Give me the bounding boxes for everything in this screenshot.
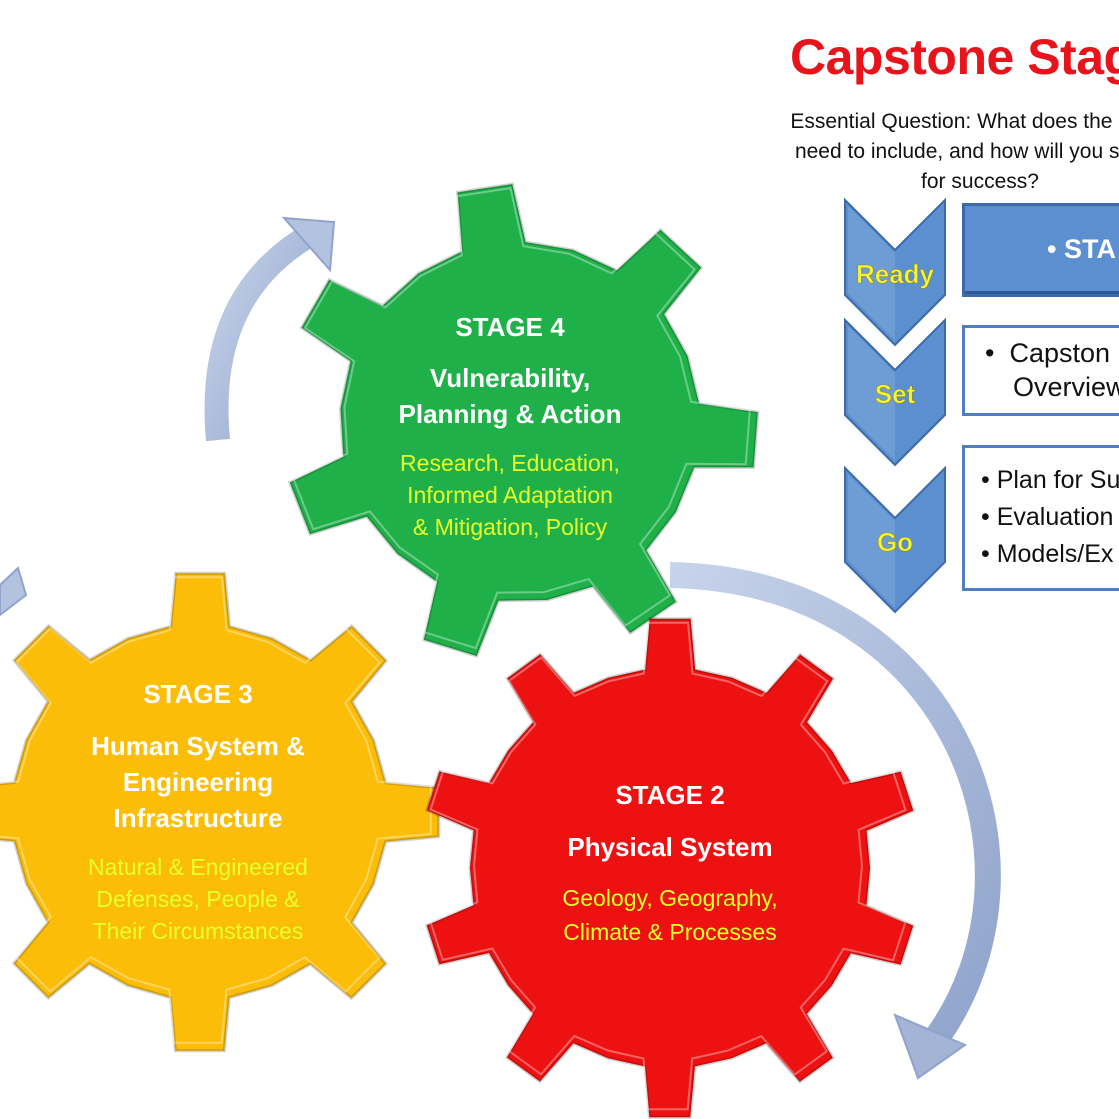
chevron-shape xyxy=(844,317,946,467)
gear-stage-4: STAGE 4 Vulnerability, Planning & ActionRe… xyxy=(287,182,760,658)
chevron-shade xyxy=(848,326,895,461)
gear-stage-3: STAGE 3 Human System & EngineeringInfrastr… xyxy=(0,571,441,1053)
chevron-shade xyxy=(848,474,895,608)
gear-desc-line: Informed Adaptation xyxy=(407,482,613,508)
chevron-label-set: Set xyxy=(875,379,916,409)
cycle-arrow-top-left xyxy=(204,216,336,442)
gear-desc-line: Climate & Processes xyxy=(563,919,776,945)
chevron-shape xyxy=(844,465,946,614)
gear-highlight xyxy=(429,621,907,1111)
gear-title-line: Physical System xyxy=(567,832,772,862)
set-item-continued: Overview xyxy=(1013,372,1119,402)
gear-highlight xyxy=(292,186,751,650)
gear-desc-line: Geology, Geography, xyxy=(562,885,777,911)
gear-shape xyxy=(287,182,760,658)
chevron-shade xyxy=(848,206,895,341)
gear-desc-line: Natural & Engineered xyxy=(88,854,308,880)
gear-desc-line: Defenses, People & xyxy=(96,886,299,912)
gear-title-line: Planning & Action xyxy=(399,399,622,429)
go-box: • Plan for Su • Evaluation • Models/Ex xyxy=(962,445,1119,591)
gear-shape xyxy=(0,571,441,1053)
cycle-arrow-right xyxy=(669,562,1001,1080)
ready-box: • STA xyxy=(962,203,1119,297)
gear-title-line: Vulnerability, xyxy=(430,363,590,393)
gear-stage-label: STAGE 3 xyxy=(143,679,252,709)
essential-question-line: need to include, and how will you set yo xyxy=(794,140,1119,163)
page-title: Capstone Stag xyxy=(790,29,1119,85)
cycle-arrow-left-partial xyxy=(0,566,28,617)
go-item: • Plan for Su xyxy=(981,466,1119,494)
chevron-go: Go xyxy=(844,465,946,614)
gear-title-line: Infrastructure xyxy=(113,803,282,833)
gear-stage-label: STAGE 4 xyxy=(455,312,565,342)
chevron-ready: Ready xyxy=(844,197,946,347)
gear-desc-line: Their Circumstances xyxy=(93,918,304,944)
gear-stage-label: STAGE 2 xyxy=(615,780,724,810)
go-item: • Evaluation xyxy=(981,503,1114,531)
gear-desc-line: & Mitigation, Policy xyxy=(413,514,608,540)
chevron-set: Set xyxy=(844,317,946,467)
ready-item: • STA xyxy=(1047,234,1116,264)
gear-shape xyxy=(424,617,916,1119)
chevron-label-ready: Ready xyxy=(856,259,935,289)
gear-highlight xyxy=(0,576,432,1044)
essential-question-line: for success? xyxy=(921,170,1039,193)
gear-title-line: Human System & xyxy=(91,731,305,761)
go-item: • Models/Ex xyxy=(981,540,1114,568)
gear-title-line: Engineering xyxy=(123,767,273,797)
essential-question-line: Essential Question: What does the cours xyxy=(790,110,1119,133)
gear-desc-line: Research, Education, xyxy=(400,450,620,476)
set-item: • Capston xyxy=(985,338,1111,368)
chevron-label-go: Go xyxy=(877,527,913,557)
essential-question: Essential Question: What does the cours … xyxy=(700,107,1119,197)
chevron-shape xyxy=(844,197,946,347)
set-box: • Capston Overview xyxy=(962,325,1119,416)
